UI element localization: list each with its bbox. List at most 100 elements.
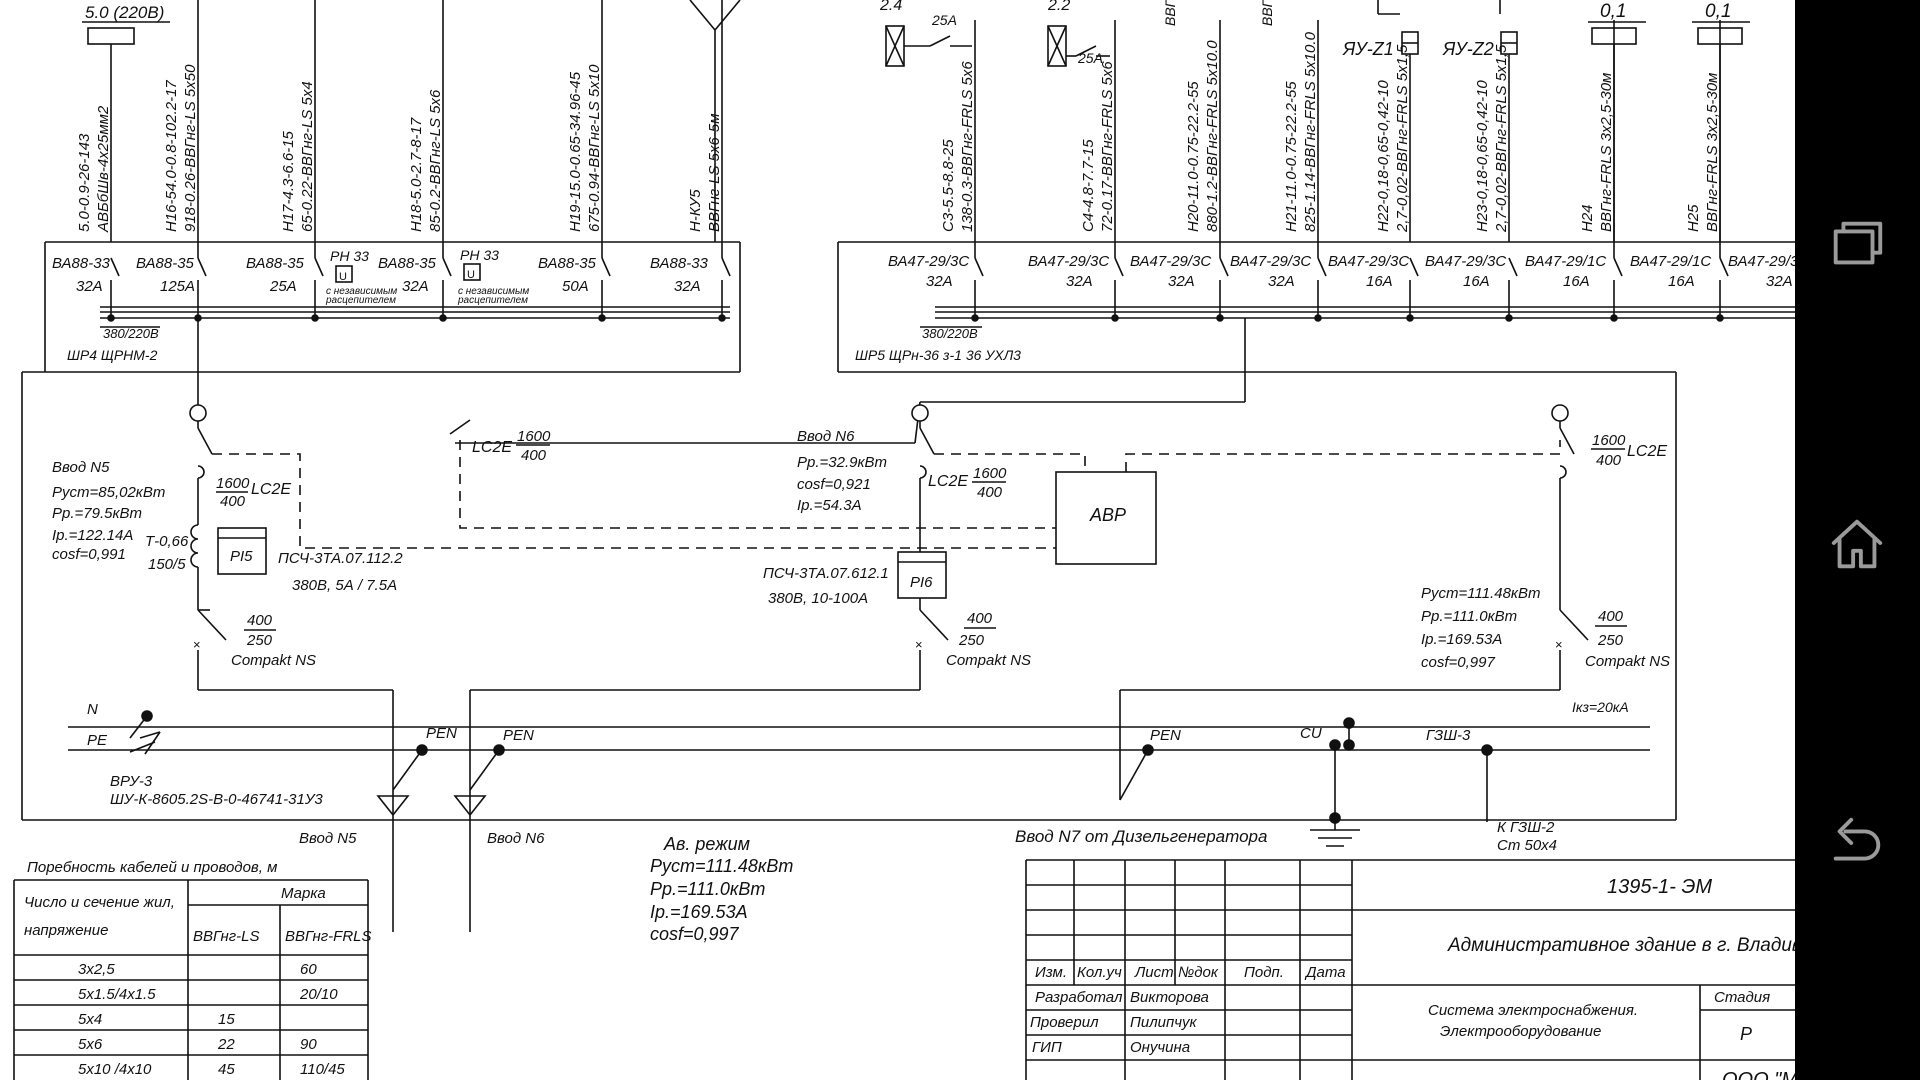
in5-pp: Рр.=79.5кВт [52,505,142,522]
sh4-cable-type-4: 675-0.94-ВВГнг-LS 5х10 [586,64,603,232]
gzsh3-label: ГЗШ-3 [1426,727,1471,744]
panel-sh5: ВА47-29/3С32АВА47-29/3С32АВА47-29/3С32АВ… [837,20,1795,820]
sh4-breaker-type-3: ВА88-35 [378,255,437,272]
in7-pp: Рр.=111.0кВт [1421,608,1517,625]
sh4-breaker-rating-4: 50А [562,278,589,295]
sh5-breaker-rating-4: 16А [1366,273,1393,290]
cb-3-den: 250 [1597,632,1624,649]
cable-row-frls-1: 20/10 [299,986,338,1003]
lc2e-4-den: 400 [1596,452,1622,469]
in6-ip: Iр.=54.3А [797,497,862,514]
in5-pust: Руст=85,02кВт [52,484,165,501]
doc-object: Административное здание в г. Владиво [1447,935,1795,956]
sh5-cable-id-4: Н22-0,18-0,65-0,42-10 [1375,80,1392,232]
sh4-breaker-rating-3: 32А [402,278,429,295]
avr-box [1055,471,1157,565]
cable-row-section-3: 5х6 [78,1036,103,1053]
cb-3-name: Compakt NS [1585,653,1670,670]
pen-3: PEN [1150,727,1181,744]
lc2e-4-num: 1600 [1592,432,1626,449]
yaz2-label: ЯУ-Z2 [1442,39,1494,59]
sh4-breaker-rating-0: 32А [76,278,103,295]
home-icon [1831,519,1883,569]
meter-2-type: ПСЧ-3ТА.07.612.1 [763,565,889,582]
rh33-1: РН 33 [330,248,369,264]
meter-1-spec: 380В, 5А / 7.5А [292,577,397,594]
sh5-name: ШР5 ЩРн-36 з-1 36 УХЛ3 [855,347,1021,363]
in5-cos: cosf=0,991 [52,546,126,563]
rh33-1-note-a: с независимым [326,286,397,297]
tb-r1-name: Викторова [1130,989,1209,1006]
sh5-breaker-type-7: ВА47-29/1С [1630,253,1711,270]
feed-input-6: Ввод N6 [487,830,545,847]
cable-row-frls-4: 110/45 [300,1061,345,1078]
lc2e-2-den: 400 [521,447,547,464]
mode-title: Ав. режим [663,834,750,854]
tb-r3-name: Онучина [1130,1039,1190,1056]
sh4-cable-type-1: 918-0.26-ВВГнг-LS 5х50 [182,64,199,232]
in7-pust: Руст=111.48кВт [1421,585,1541,602]
sh4-name: ШР4 ЩРНМ-2 [67,347,158,363]
lc2e-1-name: LC2E [251,481,291,498]
control-dashes [212,440,1561,549]
pen-1: PEN [426,725,457,742]
tb-system-2: Электрооборудование [1440,1023,1601,1040]
meter-1-type: ПСЧ-3ТА.07.112.2 [278,550,403,567]
sh4-breaker-type-1: ВА88-35 [136,255,195,272]
cb-2-den: 250 [958,632,985,649]
svg-text:U: U [467,269,475,281]
tb-h-list: Лист [1134,964,1174,981]
sh4-cable-type-2: 65-0.22-ВВГнг-LS 5х4 [299,81,316,232]
svg-text:×: × [193,637,201,652]
sh5-cable-type-2: 880-1.2-ВВГнг-FRLS 5х10.0 [1204,40,1221,232]
tb-r3-role: ГИП [1032,1039,1062,1056]
feed-input-7: Ввод N7 от Дизельгенератора [1015,827,1267,846]
input-6-chain: × [469,404,949,932]
cable-row-section-2: 5х4 [78,1011,102,1028]
cable-table-h-voltage: напряжение [24,922,108,939]
sh4-breaker-type-5: ВА88-33 [650,255,709,272]
sh4-cable-id-0: 5.0-0.9-26-143 [76,133,93,232]
gzsh2-cable: Ст 50х4 [1497,837,1557,854]
sh5-cable-id-0: С3-5.5-8.8-25 [940,139,957,232]
mode-pust: Руст=111.48кВт [650,856,793,876]
lc2e-4-name: LC2E [1627,443,1667,460]
sh5-breaker-rating-0: 32А [926,273,953,290]
sh5-breaker-type-5: ВА47-29/3С [1425,253,1506,270]
sh5-breaker-type-1: ВА47-29/3С [1028,253,1109,270]
recent-apps-icon [1833,221,1883,265]
cable-row-ls-2: 15 [218,1011,235,1028]
sh4-breaker-type-4: ВА88-35 [538,255,597,272]
recent-apps-button[interactable] [1822,208,1892,278]
lc2e-1-num: 1600 [216,475,250,492]
sh5-top-amp-1: 25А [931,12,957,28]
tb-stage: Р [1740,1024,1752,1044]
ikz-label: Iкз=20кА [1572,699,1629,715]
cb-1-num: 400 [247,612,273,629]
sh5-breaker-rating-8: 32А [1766,273,1793,290]
lc2e-2-name: LC2E [472,439,512,456]
sh4-cable-id-2: Н17-4.3-6.6-15 [280,130,297,232]
sh4-cable-id-4: Н19-15.0-0.65-34.96-45 [567,71,584,232]
sh5-breaker-rating-2: 32А [1168,273,1195,290]
home-button[interactable] [1822,508,1892,578]
sh5-top-frag-1: ВВГ [1162,0,1178,26]
sh4-cable-type-5: ВВГнг-LS 5х6-5м [706,114,723,232]
sh4-breaker-rating-2: 25А [269,278,297,295]
cable-row-ls-3: 22 [217,1036,235,1053]
back-icon [1833,817,1881,861]
pi6-label: PI6 [910,574,933,591]
back-button[interactable] [1822,808,1892,878]
tb-h-data: Дата [1304,964,1346,981]
in5-ip: Iр.=122.14А [52,527,133,544]
tb-h-podp: Подп. [1244,964,1284,981]
sh5-cable-type-6: ВВГнг-FRLS 3х2,5-30м [1598,73,1615,232]
sh5-breaker-type-8: ВА47-29/3 [1728,253,1795,270]
sh4-voltage: 380/220В [103,326,159,341]
sh4-top-caption: 5.0 (220В) [85,3,164,22]
cb-1-den: 250 [246,632,273,649]
sh4-breaker-type-0: ВА88-33 [52,255,111,272]
sh5-cable-type-7: ВВГнг-FRLS 3х2,5-30м [1704,73,1721,232]
electrical-schematic: 5.0 (220В) 2.4 2.2 25А 25А ВВГ ВВГ ЯУ-Z1… [13,0,1795,1080]
vru-type: ШУ-К-8605.2S-В-0-46741-31У3 [110,791,323,808]
